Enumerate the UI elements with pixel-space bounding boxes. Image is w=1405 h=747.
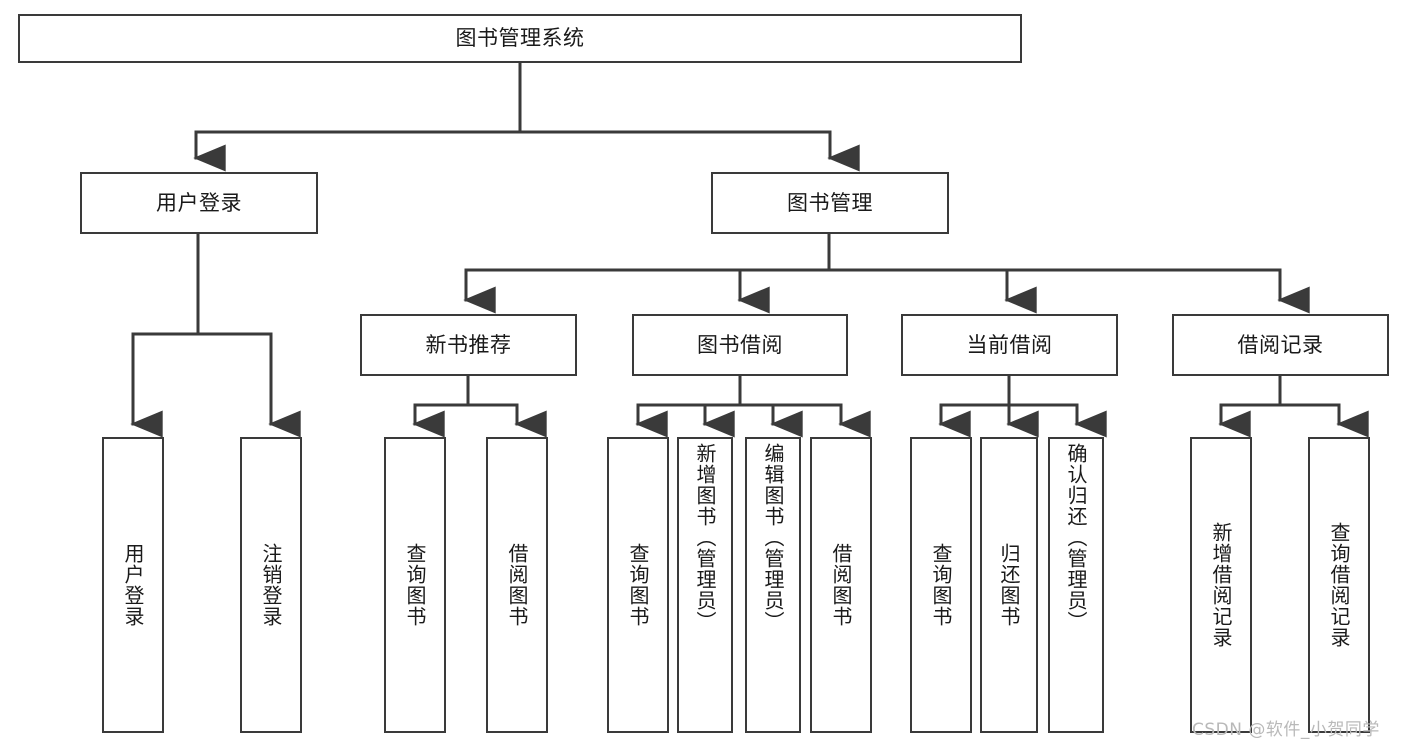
node-label: 查询借阅记录 xyxy=(1327,522,1351,648)
node-root-book-management-system[interactable]: 图书管理系统 xyxy=(18,14,1022,63)
node-new-book-recommend[interactable]: 新书推荐 xyxy=(360,314,577,376)
node-label: 查询图书 xyxy=(929,543,953,627)
node-label: 图书管理 xyxy=(787,190,873,215)
node-leaf-add-book-admin[interactable]: 新增图书（管理员） xyxy=(677,437,733,733)
node-label: 图书借阅 xyxy=(697,332,783,357)
node-label: 借阅记录 xyxy=(1237,332,1324,357)
node-label: 新增图书（管理员） xyxy=(693,443,717,632)
node-user-login[interactable]: 用户登录 xyxy=(80,172,318,234)
node-leaf-return-book[interactable]: 归还图书 xyxy=(980,437,1038,733)
node-label: 借阅图书 xyxy=(829,543,853,627)
node-label: 新书推荐 xyxy=(425,332,512,357)
node-label: 编辑图书（管理员） xyxy=(761,443,785,632)
node-label: 归还图书 xyxy=(997,543,1021,627)
node-label: 新增借阅记录 xyxy=(1209,522,1233,648)
node-leaf-query-book-borrow[interactable]: 查询图书 xyxy=(607,437,669,733)
node-label: 注销登录 xyxy=(259,543,283,627)
csdn-watermark: CSDN @软件_小贺同学 xyxy=(1192,720,1380,740)
node-current-borrow[interactable]: 当前借阅 xyxy=(901,314,1118,376)
node-leaf-confirm-return-admin[interactable]: 确认归还（管理员） xyxy=(1048,437,1104,733)
node-leaf-query-borrow-record[interactable]: 查询借阅记录 xyxy=(1308,437,1370,733)
node-label: 确认归还（管理员） xyxy=(1064,443,1088,632)
node-book-management[interactable]: 图书管理 xyxy=(711,172,949,234)
node-label: 查询图书 xyxy=(403,543,427,627)
node-label: 用户登录 xyxy=(156,190,242,215)
node-label: 借阅图书 xyxy=(505,543,529,627)
node-borrow-record[interactable]: 借阅记录 xyxy=(1172,314,1389,376)
node-leaf-query-book-recommend[interactable]: 查询图书 xyxy=(384,437,446,733)
node-label: 当前借阅 xyxy=(966,332,1053,357)
node-book-borrow[interactable]: 图书借阅 xyxy=(632,314,848,376)
node-leaf-user-login[interactable]: 用户登录 xyxy=(102,437,164,733)
node-label: 图书管理系统 xyxy=(455,26,585,51)
node-label: 用户登录 xyxy=(121,543,145,627)
node-leaf-add-borrow-record[interactable]: 新增借阅记录 xyxy=(1190,437,1252,733)
node-leaf-borrow-book-recommend[interactable]: 借阅图书 xyxy=(486,437,548,733)
node-label: 查询图书 xyxy=(626,543,650,627)
node-leaf-query-book-current[interactable]: 查询图书 xyxy=(910,437,972,733)
node-leaf-logout[interactable]: 注销登录 xyxy=(240,437,302,733)
node-leaf-borrow-book[interactable]: 借阅图书 xyxy=(810,437,872,733)
node-leaf-edit-book-admin[interactable]: 编辑图书（管理员） xyxy=(745,437,801,733)
